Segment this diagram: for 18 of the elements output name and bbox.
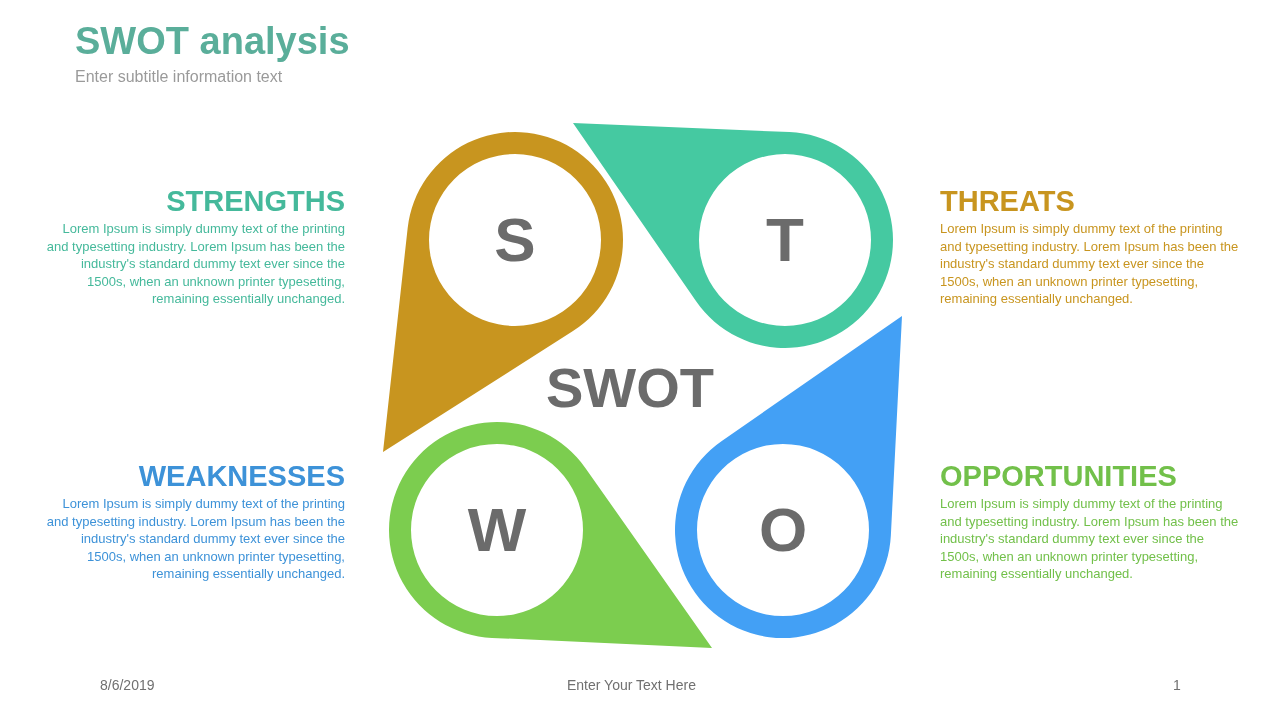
subtitle: Enter subtitle information text [75, 68, 283, 86]
section-text: Lorem Ipsum is simply dummy text of the printing and typesetting industry. Lorem Ipsum has been the industry's standard dummy text ever since the 1500s, when an unknown printer typesetting, remaining essentially unchanged. [45, 220, 345, 308]
quadrant-letter: S [493, 209, 537, 271]
center-label: SWOT [546, 356, 714, 420]
section-heading: WEAKNESSES [137, 460, 345, 492]
slide-title: SWOT analysis [75, 20, 350, 63]
section-heading: STRENGTHS [165, 185, 345, 217]
quadrant-letter: T [765, 209, 805, 271]
section-text: Lorem Ipsum is simply dummy text of the printing and typesetting industry. Lorem Ipsum has been the industry's standard dummy text ever since the 1500s, when an unknown printer typesetting, remaining essentially unchanged. [940, 495, 1240, 583]
quadrant-letter: O [757, 499, 809, 561]
page-number: 1 [1173, 677, 1181, 693]
section-text: Lorem Ipsum is simply dummy text of the printing and typesetting industry. Lorem Ipsum has been the industry's standard dummy text ever since the 1500s, when an unknown printer typesetting, remaining essentially unchanged. [45, 495, 345, 583]
quadrant-letter: W [467, 499, 527, 561]
footer-text: Enter Your Text Here [567, 677, 696, 693]
section-text: Lorem Ipsum is simply dummy text of the printing and typesetting industry. Lorem Ipsum has been the industry's standard dummy text ever since the 1500s, when an unknown printer typesetting, remaining essentially unchanged. [940, 220, 1240, 308]
section-heading: OPPORTUNITIES [940, 460, 1178, 492]
footer-date: 8/6/2019 [100, 677, 155, 693]
section-heading: THREATS [940, 185, 1076, 217]
